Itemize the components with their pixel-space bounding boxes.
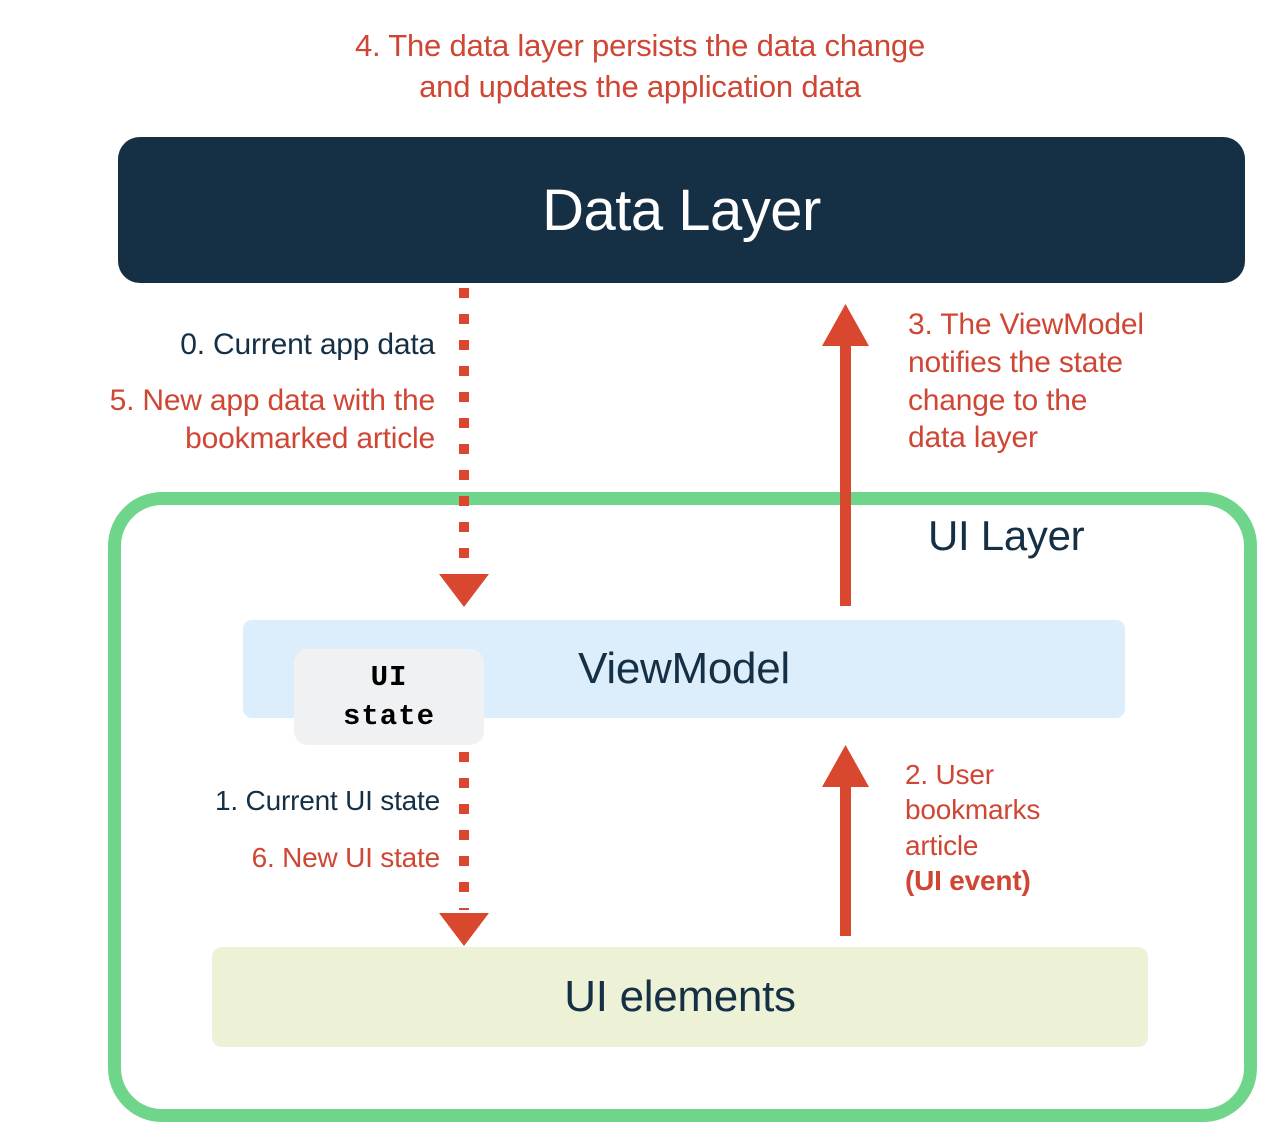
annotation-step-0: 0. Current app data xyxy=(40,326,435,364)
annotation-step-2-ui-event: (UI event) xyxy=(905,864,1031,896)
ui-state-chip[interactable]: UI state xyxy=(294,649,484,745)
caption-step-4-line-1: 4. The data layer persists the data chan… xyxy=(354,28,926,63)
annotation-step-2: 2. User bookmarks article (UI event) xyxy=(905,757,1155,898)
annotation-step-5: 5. New app data with the bookmarked arti… xyxy=(10,382,436,458)
annotation-step-1-line-1: 1. Current UI state xyxy=(215,785,440,816)
annotation-step-3-line-3: change to the xyxy=(908,383,1088,417)
annotation-step-5-line-2: bookmarked article xyxy=(185,421,435,455)
annotation-step-2-line-1: 2. User xyxy=(905,759,994,790)
data-layer-box[interactable]: Data Layer xyxy=(118,137,1245,283)
caption-step-4-line-2: and updates the application data xyxy=(419,68,861,104)
annotation-step-1: 1. Current UI state xyxy=(100,783,440,818)
annotation-step-2-line-2: bookmarks xyxy=(905,794,1041,826)
ui-state-chip-line-2: state xyxy=(342,700,435,733)
annotation-step-6: 6. New UI state xyxy=(100,840,441,875)
annotation-step-6-line-1: 6. New UI state xyxy=(251,842,441,873)
ui-layer-frame[interactable] xyxy=(108,492,1257,1122)
viewmodel-label: ViewModel xyxy=(578,644,790,693)
arrowhead-up-icon xyxy=(822,304,869,346)
viewmodel-box[interactable]: ViewModel xyxy=(243,620,1125,718)
annotation-step-2-line-3: article xyxy=(905,829,979,861)
ui-state-chip-line-1: UI xyxy=(370,660,408,694)
annotation-step-3-line-2: notifies the state xyxy=(908,345,1123,379)
ui-elements-box[interactable]: UI elements xyxy=(212,947,1148,1047)
caption-step-4: 4. The data layer persists the data chan… xyxy=(240,26,1040,108)
annotation-step-3: 3. The ViewModel notifies the state chan… xyxy=(908,306,1238,457)
data-layer-label: Data Layer xyxy=(542,177,821,243)
ui-layer-label: UI Layer xyxy=(928,512,1085,559)
annotation-step-5-line-1: 5. New app data with the xyxy=(109,384,436,417)
annotation-step-3-line-1: 3. The ViewModel xyxy=(908,308,1144,341)
annotation-step-0-line-1: 0. Current app data xyxy=(180,328,435,361)
annotation-step-3-line-4: data layer xyxy=(908,421,1038,455)
ui-elements-label: UI elements xyxy=(564,972,796,1021)
